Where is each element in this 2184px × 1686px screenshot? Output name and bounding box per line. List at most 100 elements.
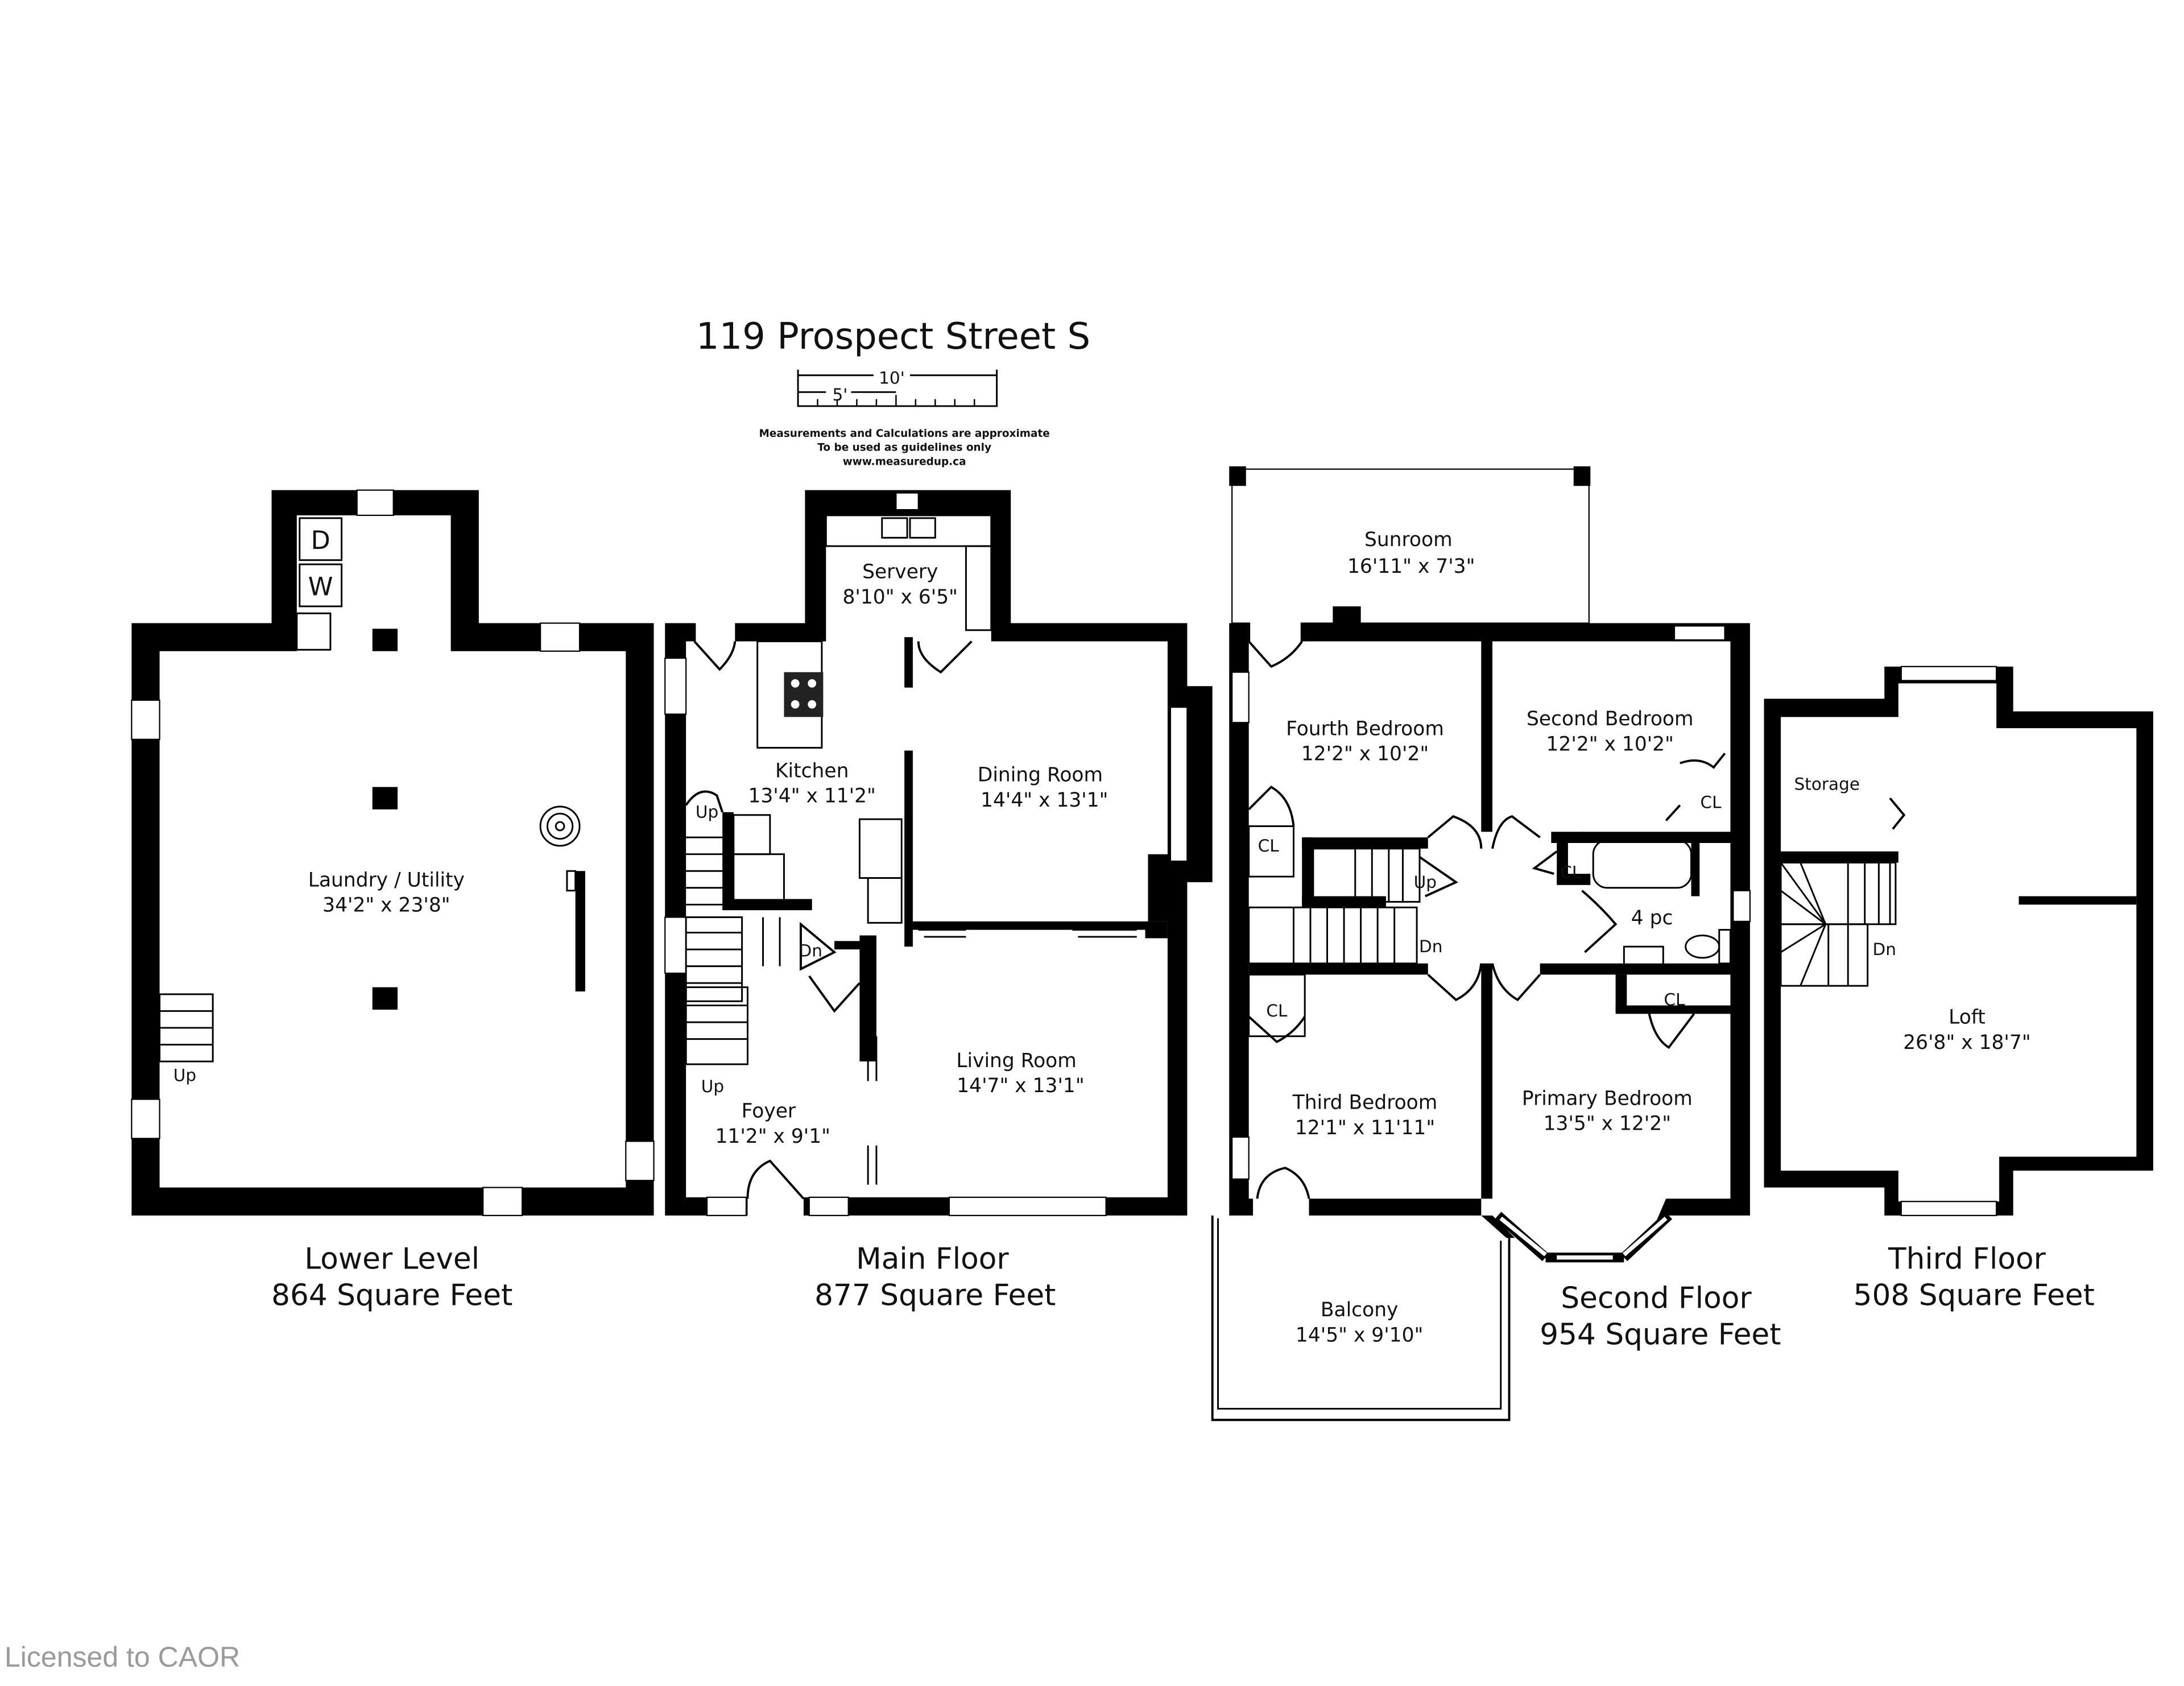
room-name-foyer: Foyer <box>742 1100 796 1123</box>
second-floor-plan: Sunroom 16'11" x 7'3" Fourth Bedroom 12'… <box>1211 466 1781 1421</box>
sink-icon <box>909 517 936 539</box>
door-swing <box>1248 786 1295 827</box>
floor-area-lower: 864 Square Feet <box>271 1278 512 1312</box>
floor-area-second: 954 Square Feet <box>1540 1317 1781 1352</box>
room-name-third-bedroom: Third Bedroom <box>1292 1092 1438 1114</box>
ductwork <box>575 871 585 991</box>
door-swing <box>1248 640 1303 668</box>
room-name-dining: Dining Room <box>978 764 1103 787</box>
stairs-up-label-2: Up <box>701 1077 724 1096</box>
plan-title: 119 Prospect Street S <box>696 316 1090 358</box>
room-dims-sunroom: 16'11" x 7'3" <box>1347 555 1475 578</box>
washer-icon <box>299 563 343 608</box>
door-swing <box>1581 890 1618 953</box>
stairs-dn-label: Dn <box>1873 940 1896 959</box>
room-dims-kitchen: 13'4" x 11'2" <box>748 785 875 808</box>
closet-label: CL <box>1258 836 1280 856</box>
room-name-storage: Storage <box>1794 774 1860 794</box>
scale-label-10: 10' <box>879 369 905 388</box>
door-swing <box>917 640 973 674</box>
stairs-up-label: Up <box>173 1066 196 1085</box>
door-swing <box>1248 1015 1306 1043</box>
door-swing <box>746 1159 805 1200</box>
stairs-dn-label: Dn <box>1419 937 1442 956</box>
stairs-up-label: Up <box>696 803 718 822</box>
closet-label: CL <box>1266 1001 1288 1020</box>
door-swing <box>1491 963 1541 1002</box>
svg-text:W: W <box>308 572 333 601</box>
water-heater-icon <box>539 805 581 847</box>
balcony <box>1211 1215 1511 1421</box>
room-name-second-bedroom: Second Bedroom <box>1527 708 1694 730</box>
door-swing <box>1491 815 1541 849</box>
room-dims-dining: 14'4" x 13'1" <box>981 789 1108 812</box>
disclaimer-line-1: Measurements and Calculations are approx… <box>759 428 1050 440</box>
room-dims-laundry: 34'2" x 23'8" <box>322 894 450 917</box>
stairs-main <box>685 790 861 1065</box>
room-name-fourth-bedroom: Fourth Bedroom <box>1286 717 1444 740</box>
room-name-sunroom: Sunroom <box>1364 528 1453 551</box>
door-swing <box>1648 1013 1695 1049</box>
door-swing <box>1418 856 1458 898</box>
room-name-laundry: Laundry / Utility <box>308 869 465 891</box>
room-name-living: Living Room <box>956 1049 1076 1072</box>
floor-area-main: 877 Square Feet <box>814 1278 1056 1312</box>
room-dims-balcony: 14'5" x 9'10" <box>1296 1324 1423 1346</box>
floor-name-second: Second Floor <box>1561 1281 1752 1315</box>
stairs-up-lower <box>159 993 214 1063</box>
door-swing <box>1427 963 1483 1002</box>
room-name-bathroom: 4 pc <box>1631 907 1673 929</box>
laundry-sink-icon <box>296 612 332 651</box>
room-dims-fourth-bedroom: 12'2" x 10'2" <box>1301 743 1429 766</box>
scale-label-5: 5' <box>832 385 847 404</box>
toilet-icon <box>1685 935 1720 959</box>
door-swing <box>1427 815 1483 849</box>
stairs-dn-label: Dn <box>799 941 822 960</box>
room-dims-foyer: 11'2" x 9'1" <box>715 1125 831 1148</box>
door-swing <box>1889 797 1906 830</box>
support-post <box>372 787 398 809</box>
door-swing <box>693 640 737 671</box>
door-swing <box>1665 804 1681 821</box>
stove-icon <box>784 672 824 717</box>
license-watermark: Licensed to CAOR <box>5 1641 241 1673</box>
disclaimer-line-2: To be used as guidelines only <box>817 442 991 454</box>
room-name-kitchen: Kitchen <box>775 759 849 782</box>
support-post <box>372 629 398 651</box>
room-name-servery: Servery <box>862 561 938 584</box>
scale-bar: 10' 5' <box>797 366 998 407</box>
room-dims-second-bedroom: 12'2" x 10'2" <box>1546 733 1674 756</box>
closet-label: CL <box>1700 792 1722 812</box>
third-floor-plan: Dn Storage Loft 26'8" x 18'7" Third Floo… <box>1764 666 2153 1312</box>
closet-label: CL <box>1664 990 1685 1010</box>
disclaimer-line-3: www.measuredup.ca <box>843 456 966 468</box>
room-dims-third-bedroom: 12'1" x 11'11" <box>1295 1117 1435 1139</box>
room-name-balcony: Balcony <box>1321 1299 1399 1321</box>
plan-header: 119 Prospect Street S 10' 5' Measurement… <box>696 316 1090 468</box>
closet-label: CL <box>1560 863 1582 882</box>
stairs-third <box>1780 861 1897 987</box>
stairs-second <box>1248 848 1421 965</box>
support-post <box>372 987 398 1010</box>
floor-name-main: Main Floor <box>856 1242 1009 1276</box>
door-swing <box>1256 1167 1310 1199</box>
lower-level-plan: D W Up Laundry / Utility 34'2" x 23'8" L… <box>131 489 655 1312</box>
floor-area-third: 508 Square Feet <box>1854 1278 2095 1312</box>
room-dims-primary-bedroom: 13'5" x 12'2" <box>1544 1113 1671 1135</box>
door-swing <box>1680 753 1726 769</box>
room-dims-loft: 26'8" x 18'7" <box>1903 1031 2030 1054</box>
room-dims-living: 14'7" x 13'1" <box>957 1075 1084 1097</box>
room-dims-servery: 8'10" x 6'5" <box>843 586 958 609</box>
svg-text:D: D <box>311 526 330 555</box>
floor-name-lower: Lower Level <box>304 1242 479 1276</box>
room-name-loft: Loft <box>1949 1006 1986 1029</box>
room-name-primary-bedroom: Primary Bedroom <box>1522 1087 1693 1110</box>
vanity-icon <box>1623 945 1664 970</box>
sink-icon <box>881 517 908 539</box>
dryer-icon <box>299 517 343 561</box>
main-floor-plan: Up Up Dn Servery 8'10" x 6'5" Kitchen 13… <box>664 490 1213 1312</box>
bathtub-icon <box>1592 839 1693 889</box>
bay-window <box>1495 1212 1673 1263</box>
stairs-up-label: Up <box>1414 873 1437 892</box>
